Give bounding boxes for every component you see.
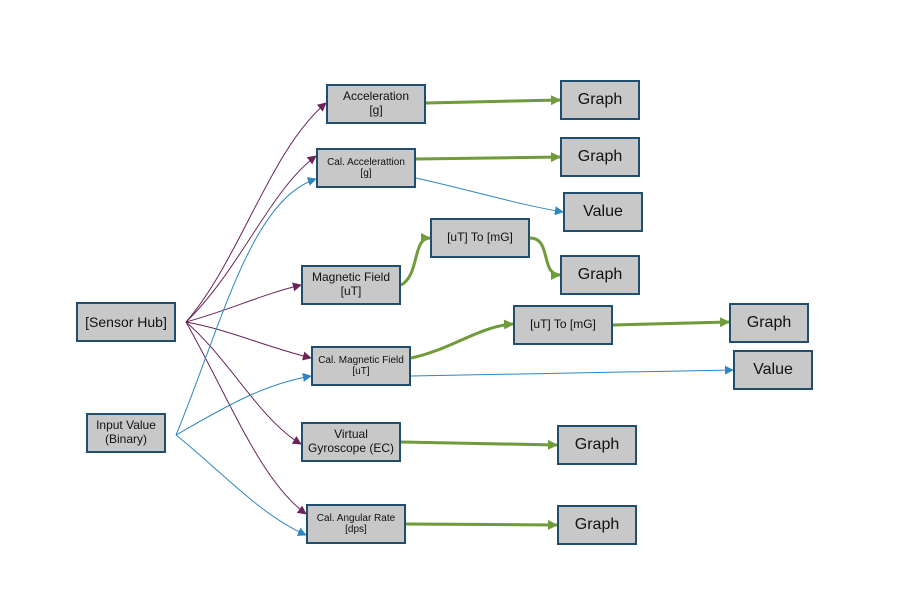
input-value-node[interactable]: Input Value (Binary) [86,413,166,453]
graph-node-5[interactable]: Graph [557,425,637,465]
link-hub-virtual-gyroscope [185,321,302,445]
cal-magnetic-field-node[interactable]: Cal. Magnetic Field [uT] [311,346,411,386]
virtual-gyroscope-node[interactable]: Virtual Gyroscope (EC) [301,422,401,462]
value-node-2[interactable]: Value [733,350,813,390]
link-virtual-gyroscope-graph [400,439,558,450]
link-convert-graph-2 [612,317,730,328]
link-convert-graph-1 [529,236,561,280]
link-cal-magnetic-field-convert [410,319,514,360]
link-cal-angular-rate-graph [405,519,558,530]
link-input-cal-angular-rate [175,434,307,536]
link-input-cal-acceleration [175,177,317,436]
sensor-hub-links [185,102,327,515]
link-cal-acceleration-value [415,177,564,216]
link-hub-acceleration [185,102,327,323]
magnetic-field-node[interactable]: Magnetic Field [uT] [301,265,401,305]
link-hub-magnetic-field [185,282,302,323]
value-node-1[interactable]: Value [563,192,643,232]
link-magnetic-field-convert [400,233,431,287]
graph-node-1[interactable]: Graph [560,80,640,120]
acceleration-node[interactable]: Acceleration [g] [326,84,426,124]
link-cal-acceleration-graph [415,152,561,163]
link-cal-magnetic-field-value [410,365,734,377]
cal-acceleration-node[interactable]: Cal. Accelerattion [g] [316,148,416,188]
graph-links [400,95,730,530]
graph-node-4[interactable]: Graph [729,303,809,343]
graph-node-6[interactable]: Graph [557,505,637,545]
convert-ut-to-mg-node-2[interactable]: [uT] To [mG] [513,305,613,345]
graph-node-3[interactable]: Graph [560,255,640,295]
convert-ut-to-mg-node-1[interactable]: [uT] To [mG] [430,218,530,258]
link-hub-cal-angular-rate [185,321,307,515]
graph-node-2[interactable]: Graph [560,137,640,177]
link-acceleration-graph [425,95,561,106]
sensor-hub-node[interactable]: [Sensor Hub] [76,302,176,342]
input-value-links [175,177,734,536]
link-input-cal-magnetic-field [175,372,312,436]
link-hub-cal-magnetic-field [185,321,312,361]
cal-angular-rate-node[interactable]: Cal. Angular Rate [dps] [306,504,406,544]
link-hub-cal-acceleration [185,155,317,323]
